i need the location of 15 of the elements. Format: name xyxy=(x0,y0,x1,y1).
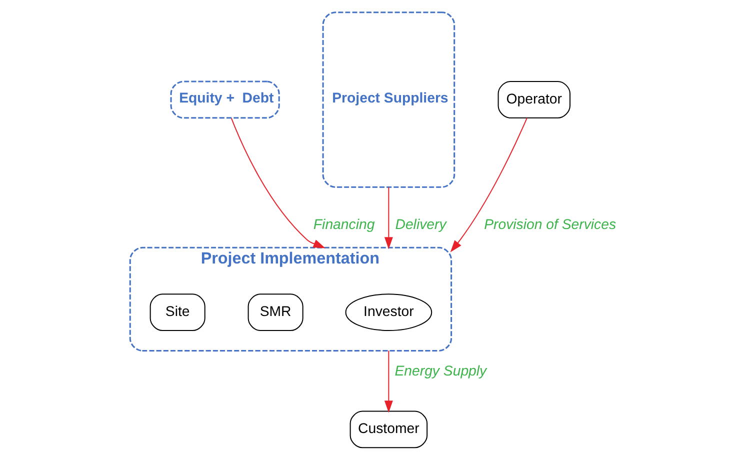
node-box: Equity + Debt xyxy=(170,80,280,119)
node-box: Site xyxy=(150,294,206,331)
node-box: Customer xyxy=(350,410,428,448)
node-box: Operator xyxy=(498,81,570,118)
edge-label: Delivery xyxy=(395,216,446,232)
edge-label: Energy Supply xyxy=(394,362,487,379)
arrow xyxy=(230,118,326,248)
edge-label: Provision of Services xyxy=(484,216,616,232)
node-box: SMR xyxy=(248,294,304,331)
arrow xyxy=(450,118,528,252)
arrow xyxy=(384,350,393,413)
node-box: Project Suppliers xyxy=(322,12,456,188)
node-ellipse: Investor xyxy=(345,294,432,331)
edge-label: Financing xyxy=(313,216,375,232)
arrow xyxy=(384,187,393,250)
